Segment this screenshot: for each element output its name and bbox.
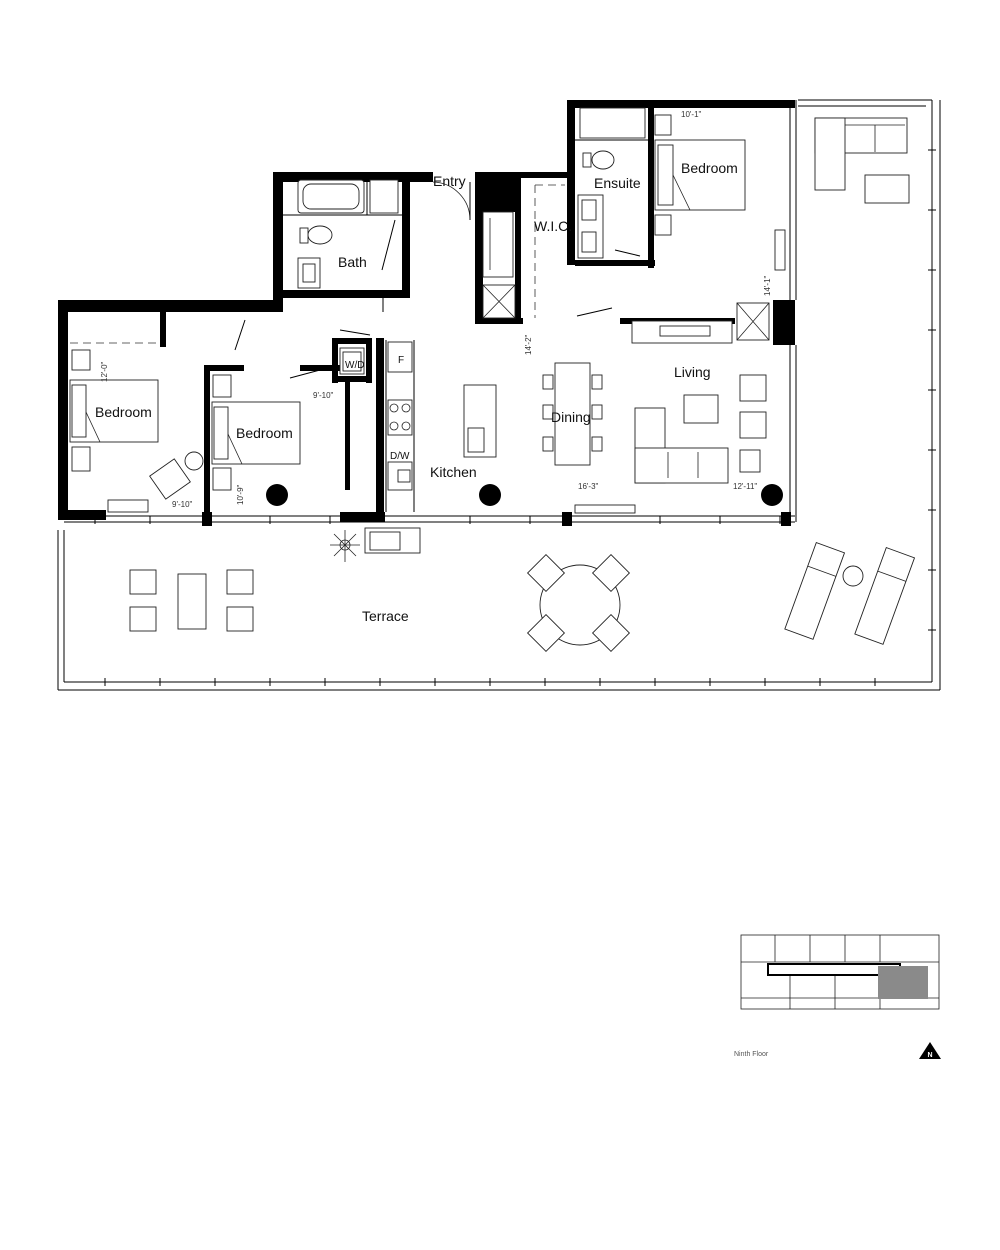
room-labels: Entry Bath W.I.C. Ensuite Bedroom Bedroo… [95, 160, 738, 624]
west-bedroom-furniture [69, 349, 204, 513]
room-label-kitchen: Kitchen [430, 464, 477, 480]
key-plan-caption: Ninth Floor [734, 1051, 769, 1058]
dim-dining-width: 16'-3" [578, 482, 599, 491]
primary-bedroom-furniture [654, 114, 786, 271]
lounge-chair [784, 542, 846, 640]
kitchen-fixtures [339, 341, 501, 506]
south-glazing [64, 100, 797, 523]
linen-closet [369, 179, 399, 214]
north-arrow-icon: N [919, 1042, 941, 1059]
room-label-terrace: Terrace [362, 608, 409, 624]
dim-dining-depth: 14'-2" [524, 334, 533, 355]
fixture-labels: W/D D/W F [345, 355, 410, 462]
column [479, 484, 501, 506]
room-label-ensuite: Ensuite [594, 175, 641, 191]
dim-west-bedroom-depth: 12'-0" [100, 361, 109, 382]
room-label-bedroom-middle: Bedroom [236, 425, 293, 441]
terrace-lounge [814, 117, 910, 204]
living-furniture [574, 320, 783, 514]
armchair [149, 458, 191, 500]
key-plan [740, 934, 940, 1010]
dining-furniture [542, 362, 603, 466]
toilet [307, 225, 333, 245]
lounge-chair [854, 547, 916, 645]
room-label-dining: Dining [551, 409, 591, 425]
room-label-bedroom-west: Bedroom [95, 404, 152, 420]
dim-living-width: 12'-11" [733, 482, 757, 491]
entry-door-swing [432, 181, 471, 221]
terrace-west-table [177, 573, 207, 630]
bath-fixtures [297, 179, 399, 289]
north-label: N [927, 1052, 932, 1059]
dimension-labels: 10'-1" 14'-1" 12'-0" 9'-10" 9'-10" 10'-9… [100, 110, 772, 509]
partitions [283, 139, 648, 512]
room-label-wic: W.I.C. [534, 218, 572, 234]
fridge [387, 341, 413, 373]
shower [579, 107, 646, 139]
room-label-bedroom-primary: Bedroom [681, 160, 738, 176]
key-plan-unit-highlight [878, 966, 928, 999]
plant-icon [330, 530, 360, 562]
dim-primary-bedroom-depth: 14'-1" [763, 275, 772, 296]
room-label-living: Living [674, 364, 711, 380]
dim-middle-bedroom-width: 9'-10" [313, 391, 334, 400]
dining-table [554, 362, 591, 466]
ensuite-fixtures [577, 107, 646, 259]
column [266, 484, 288, 506]
coffee-table [683, 394, 719, 424]
label-dishwasher: D/W [390, 451, 410, 462]
room-label-bath: Bath [338, 254, 367, 270]
label-washer-dryer: W/D [345, 360, 364, 371]
dim-west-bedroom-width: 9'-10" [172, 500, 193, 509]
dim-primary-bedroom-width: 10'-1" [681, 110, 702, 119]
column [761, 484, 783, 506]
label-fridge: F [398, 355, 404, 366]
middle-bedroom-furniture [211, 374, 301, 506]
ensuite-toilet [591, 150, 615, 170]
entry-closet [482, 211, 770, 341]
cooktop [387, 399, 413, 436]
doors [234, 181, 641, 379]
closet-dashes [70, 184, 565, 344]
terrace-outline [57, 99, 941, 691]
dim-middle-bedroom-depth: 10'-9" [236, 484, 245, 505]
terrace-railing-ticks [94, 149, 936, 686]
room-label-entry: Entry [433, 173, 466, 189]
terrace-furniture [129, 527, 916, 653]
